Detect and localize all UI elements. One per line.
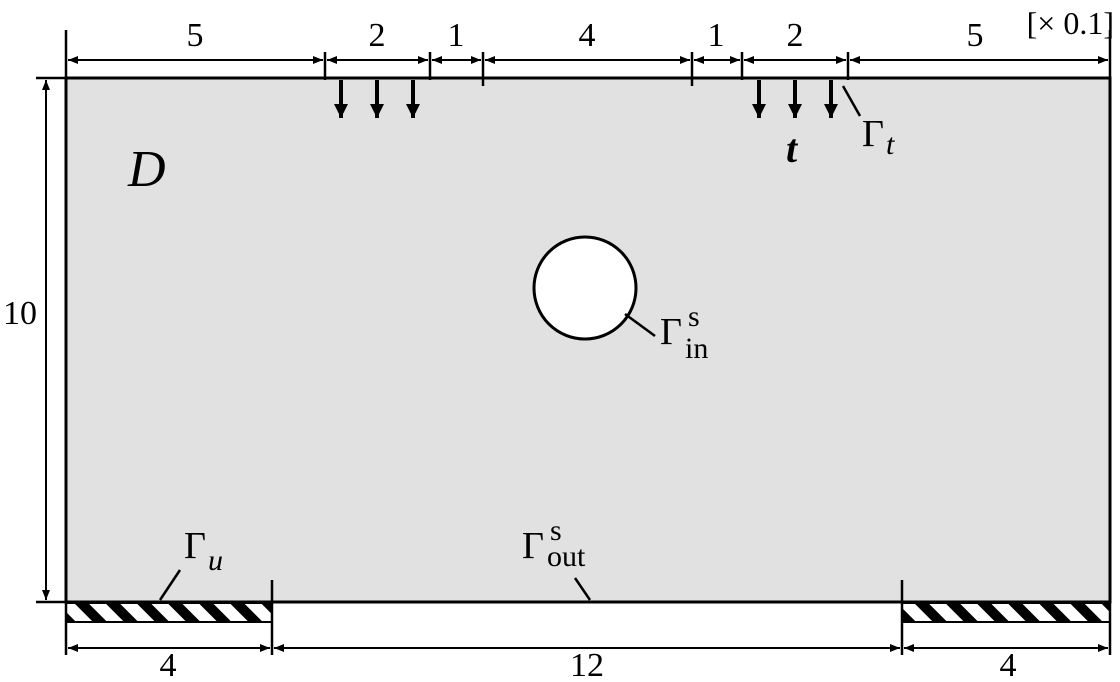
gamma-in-label: Γ s in (660, 300, 708, 365)
svg-text:Γ: Γ (660, 311, 682, 353)
fixed-support-left (65, 602, 273, 623)
gamma-t-leader (841, 85, 862, 117)
domain-label: D (127, 141, 166, 198)
height-dim-label: 10 (3, 295, 37, 332)
svg-text:s: s (688, 300, 700, 333)
gamma-u-leader (158, 569, 182, 601)
top-dim-2: 2 (369, 17, 386, 54)
svg-text:Γ: Γ (862, 113, 884, 155)
traction-arrows-right (752, 80, 838, 118)
traction-label: t (786, 126, 799, 171)
svg-text:t: t (886, 128, 895, 161)
top-dim-7: 5 (967, 17, 984, 54)
top-dim-5: 1 (708, 17, 725, 54)
bottom-dim-3: 4 (1000, 647, 1017, 682)
gamma-out-label: Γ s out (522, 514, 586, 573)
height-dimension (36, 76, 66, 604)
gamma-in-leader (624, 312, 656, 338)
svg-text:Γ: Γ (522, 525, 544, 567)
svg-text:s: s (550, 514, 562, 547)
gamma-t-label: Γ t (862, 113, 895, 161)
bottom-dim-1: 4 (160, 647, 177, 682)
top-dim-4: 4 (579, 17, 596, 54)
traction-arrows-left (334, 80, 420, 118)
fixed-support-right (901, 602, 1111, 623)
top-dim-1: 5 (187, 17, 204, 54)
bottom-dimension-chain (64, 602, 1112, 655)
svg-text:out: out (547, 540, 586, 573)
bottom-dim-2: 12 (570, 647, 604, 682)
top-dim-3: 1 (448, 17, 465, 54)
top-dimension-chain (64, 30, 1112, 86)
scale-note: [× 0.1] (1027, 5, 1114, 41)
svg-text:u: u (208, 544, 223, 577)
top-dim-6: 2 (787, 17, 804, 54)
circular-hole (532, 235, 638, 341)
svg-text:Γ: Γ (184, 525, 206, 567)
svg-text:in: in (685, 332, 708, 365)
gamma-out-leader (573, 577, 592, 601)
gamma-u-label: Γ u (184, 525, 223, 577)
